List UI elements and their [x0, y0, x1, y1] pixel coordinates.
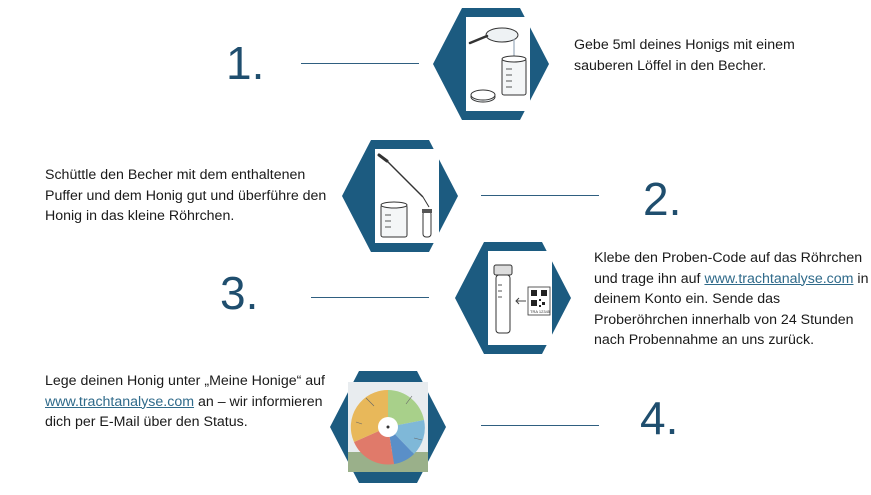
pollen-pie-chart-icon [348, 382, 428, 472]
step-3-text-before: Klebe den Proben-Code auf das Röhrchen u… [594, 250, 863, 287]
step-1-hexagon [433, 6, 549, 122]
step-3-connector-line [311, 297, 429, 298]
spoon-honey-cup-icon [466, 17, 530, 111]
step-4-connector-line [481, 425, 599, 426]
step-3-text-after: in deinem Konto ein. Sende das Proberöhr… [594, 270, 869, 349]
step-4-text-after: an – wir informieren dich per E-Mail übe… [45, 393, 323, 431]
step-1-number: 1. [226, 37, 265, 89]
trachtanalyse-link[interactable]: www.trachtanalyse.com [45, 393, 195, 410]
trachtanalyse-link[interactable]: www.trachtanalyse.com [704, 270, 854, 287]
step-2-instruction: Schüttle den Becher mit dem enthaltenen … [45, 167, 327, 224]
tube-qr-code-icon: TRA 12345 [488, 251, 552, 345]
step-4-hexagon [330, 369, 446, 485]
step-3-number: 3. [220, 267, 259, 319]
step-4-text-before: Lege deinen Honig unter „Meine Honige“ a… [45, 373, 325, 389]
step-1-instruction: Gebe 5ml deines Honigs mit einem saubere… [574, 37, 795, 74]
step-2-number: 2. [643, 173, 682, 225]
pipette-cup-tube-icon [375, 149, 439, 243]
step-4-instruction: Lege deinen Honig unter „Meine Honige“ a… [45, 371, 330, 433]
step-2-hexagon [342, 138, 458, 254]
step-3-instruction: Klebe den Proben-Code auf das Röhrchen u… [594, 248, 869, 351]
qr-code-label: TRA 12345 [530, 309, 551, 314]
step-4-number: 4. [640, 392, 679, 444]
step-3-hexagon: TRA 12345 [455, 240, 571, 356]
step-1-connector-line [301, 63, 419, 64]
step-2-connector-line [481, 195, 599, 196]
